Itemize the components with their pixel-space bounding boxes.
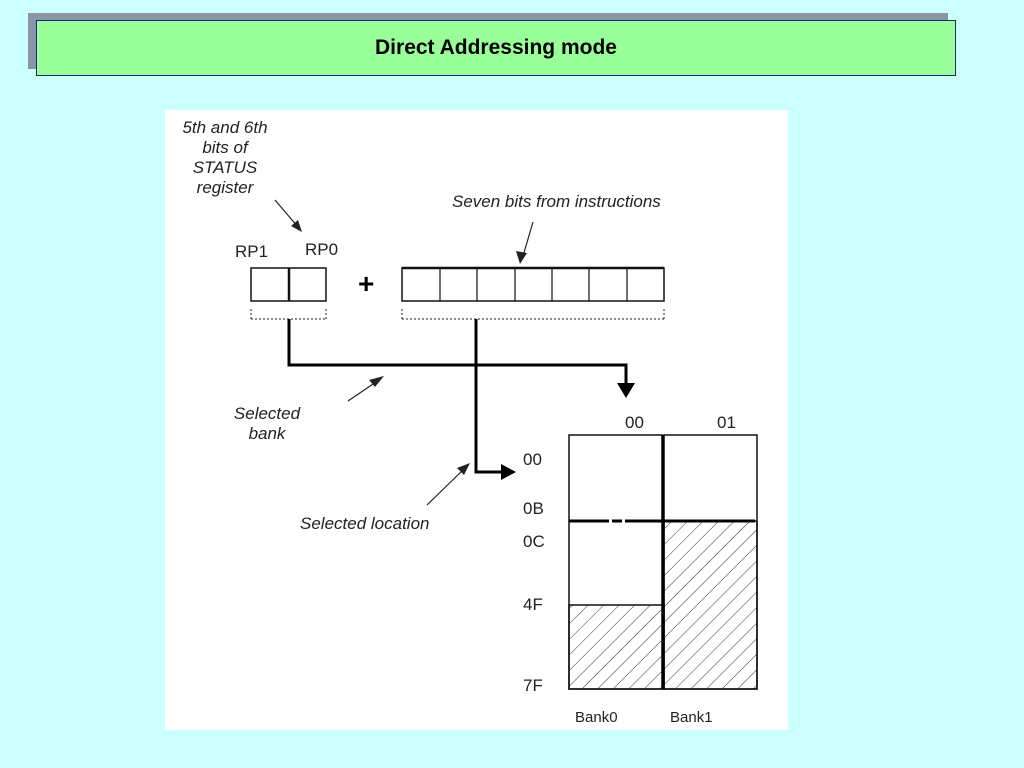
selected-bank-line-2: bank xyxy=(248,424,286,443)
status-label-line-1: 5th and 6th xyxy=(182,118,268,137)
status-pointer-arrow xyxy=(274,199,302,232)
selected-location-label: Selected location xyxy=(300,514,430,533)
address-00: 00 xyxy=(523,450,542,469)
register-file-banks xyxy=(568,434,758,690)
rp1-label: RP1 xyxy=(235,242,269,261)
bank-column-00: 00 xyxy=(625,413,644,432)
rp-register-box xyxy=(250,267,327,320)
address-0c: 0C xyxy=(523,532,545,551)
location-select-path xyxy=(474,319,516,480)
diagram-graphics xyxy=(250,199,758,690)
address-7f: 7F xyxy=(523,676,543,695)
instruction-bits-label: Seven bits from instructions xyxy=(452,192,661,211)
status-bits-label: 5th and 6th bits of STATUS register xyxy=(167,118,283,198)
selected-bank-line-1: Selected xyxy=(233,404,301,423)
page-title: Direct Addressing mode xyxy=(375,36,617,59)
selected-location-pointer-arrow xyxy=(426,463,470,506)
status-label-line-4: register xyxy=(196,178,254,197)
title-banner: Direct Addressing mode xyxy=(36,20,956,76)
direct-addressing-diagram: 5th and 6th bits of STATUS register RP1 … xyxy=(165,110,788,730)
instruction-pointer-arrow xyxy=(516,221,534,264)
bank1-label: Bank1 xyxy=(670,709,713,726)
plus-sign: + xyxy=(358,268,375,299)
status-label-line-3: STATUS xyxy=(192,158,258,177)
rp0-label: RP0 xyxy=(305,240,339,259)
bank0-label: Bank0 xyxy=(575,709,618,726)
selected-bank-pointer-arrow xyxy=(347,376,384,402)
status-label-line-2: bits of xyxy=(202,138,248,157)
selected-bank-label: Selected bank xyxy=(217,404,317,444)
address-0b: 0B xyxy=(523,499,544,518)
address-4f: 4F xyxy=(523,595,543,614)
bank-select-path xyxy=(287,319,635,398)
bank-column-01: 01 xyxy=(717,413,736,432)
instruction-bits-box xyxy=(401,266,665,320)
